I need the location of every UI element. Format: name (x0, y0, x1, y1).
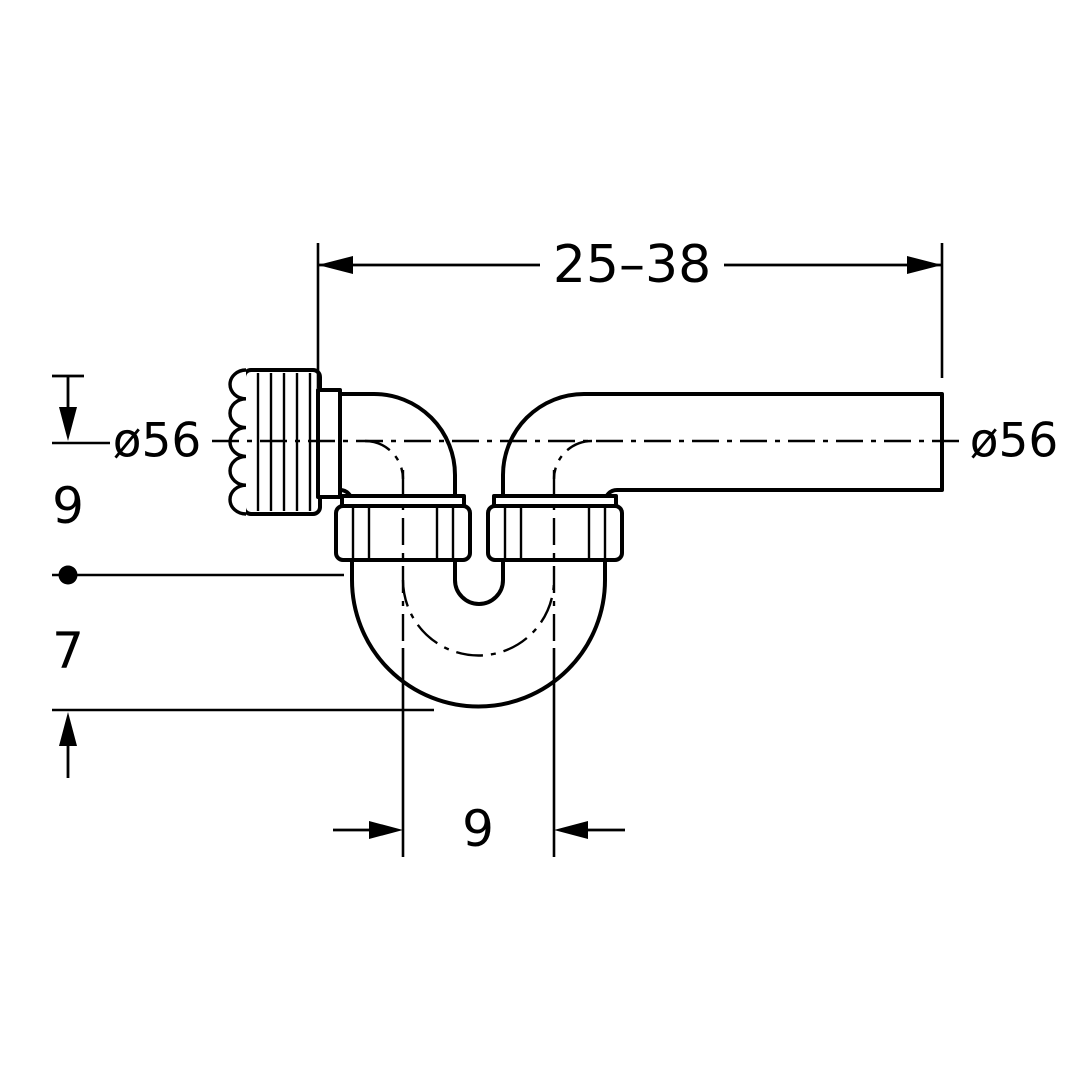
top-arrow-right (907, 256, 942, 274)
diameter-labels: ø56 ø56 (52, 414, 1058, 469)
inlet-diameter-label: ø56 (113, 414, 202, 469)
tube-body (336, 392, 944, 709)
dim-height-lower-label: 7 (52, 622, 84, 680)
dimension-bottom: 9 (333, 648, 625, 858)
left-arrow-down (59, 407, 77, 441)
dim-trap-width-label: 9 (462, 800, 494, 858)
dimension-top: 25–38 (316, 235, 944, 388)
dimension-left: 9 7 (52, 374, 434, 778)
left-slip-nut-flats (351, 508, 455, 558)
bottom-arrow-left-pointing (554, 821, 588, 839)
dim-top-label: 25–38 (553, 235, 711, 295)
bottom-arrow-right-pointing (369, 821, 403, 839)
left-arrow-up (59, 712, 77, 746)
dim-height-upper-label: 9 (52, 477, 84, 535)
top-arrow-left (318, 256, 353, 274)
outlet-diameter-label: ø56 (970, 414, 1059, 469)
ubend-centerline (401, 579, 556, 657)
fixture-outline (228, 368, 944, 709)
nut-collar (316, 388, 342, 499)
right-slip-nut-flats (503, 508, 607, 558)
centerlines (212, 439, 962, 657)
